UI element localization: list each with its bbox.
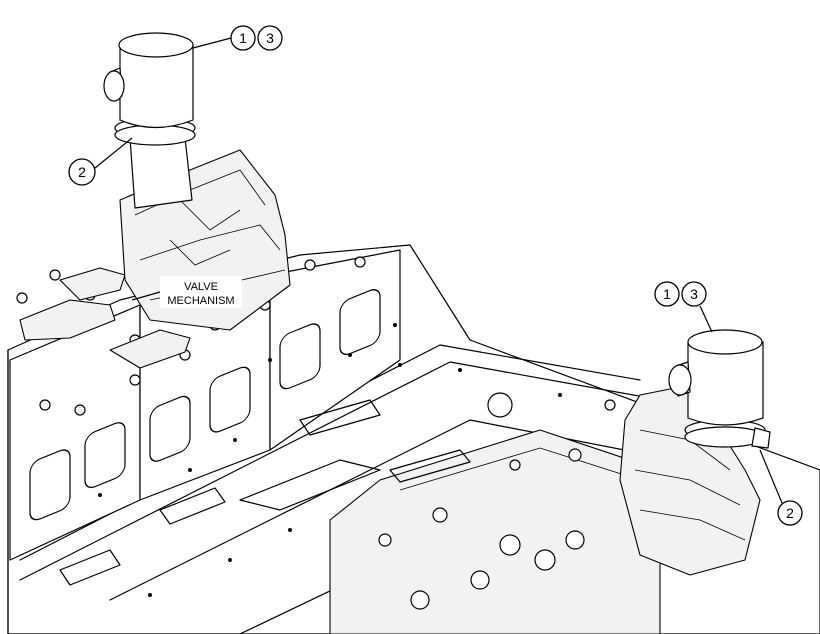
svg-text:3: 3 [266,30,274,46]
valve-mechanism-label: VALVE MECHANISM [160,276,242,308]
callout-right-3: 3 [681,281,707,307]
leader-top-2 [94,137,133,169]
leader-valve-mechanism [131,291,161,301]
svg-text:1: 1 [239,30,247,46]
callout-top-2: 2 [68,158,96,186]
callout-right-1: 1 [654,281,680,307]
engine-lower-details [59,323,616,610]
svg-text:1: 1 [663,286,671,302]
callout-right-2: 2 [777,500,803,526]
cylinder-head-left [9,249,401,561]
label-line-1: VALVE [184,281,218,293]
svg-text:2: 2 [78,164,86,180]
leader-right-2 [759,449,783,504]
leader-right-1-3 [699,305,713,333]
leader-top-1-3 [192,37,232,49]
callout-top-3: 3 [257,25,283,51]
svg-text:2: 2 [786,505,794,521]
label-line-2: MECHANISM [167,295,234,307]
breather-right [668,329,771,449]
callout-top-1: 1 [230,25,256,51]
breather-top [103,32,196,209]
svg-text:3: 3 [690,286,698,302]
